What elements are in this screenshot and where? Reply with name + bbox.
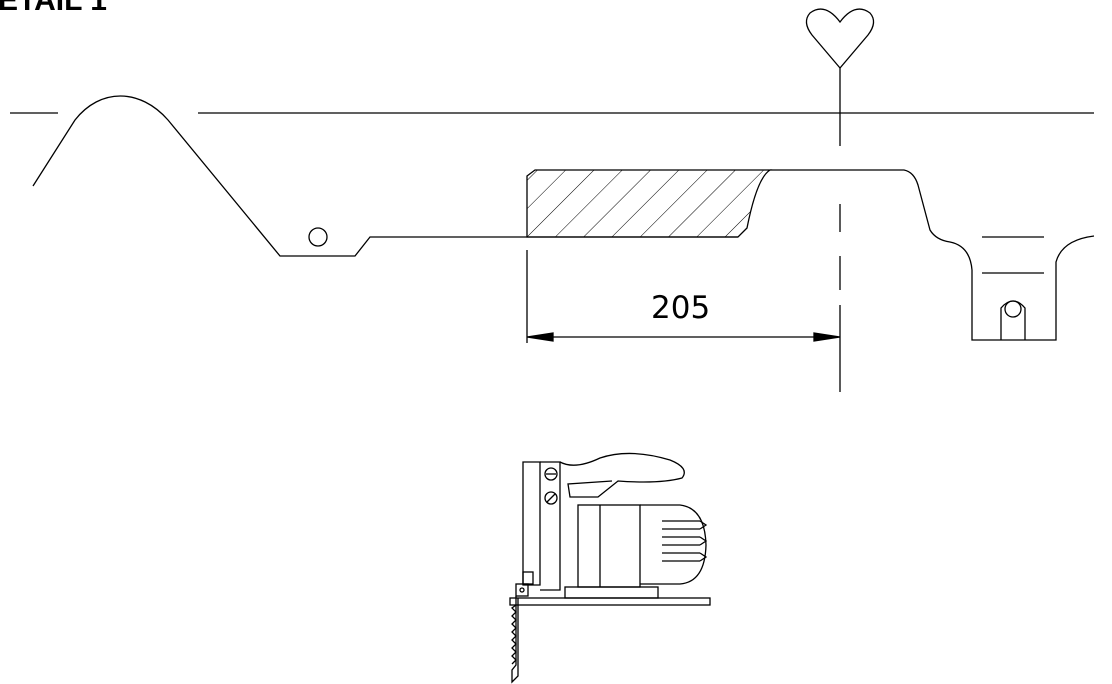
detail-title: ETAIL 1 xyxy=(0,0,107,17)
dimension-value: 205 xyxy=(651,290,710,326)
profile-right-detail xyxy=(982,236,1044,340)
hatched-section xyxy=(526,169,773,238)
profile-outline-right xyxy=(527,169,1095,341)
jigsaw-icon xyxy=(509,452,711,684)
dimension-line xyxy=(526,250,841,343)
heart-icon xyxy=(805,8,875,70)
profile-outline xyxy=(32,95,527,257)
profile-hole-left xyxy=(308,227,328,247)
